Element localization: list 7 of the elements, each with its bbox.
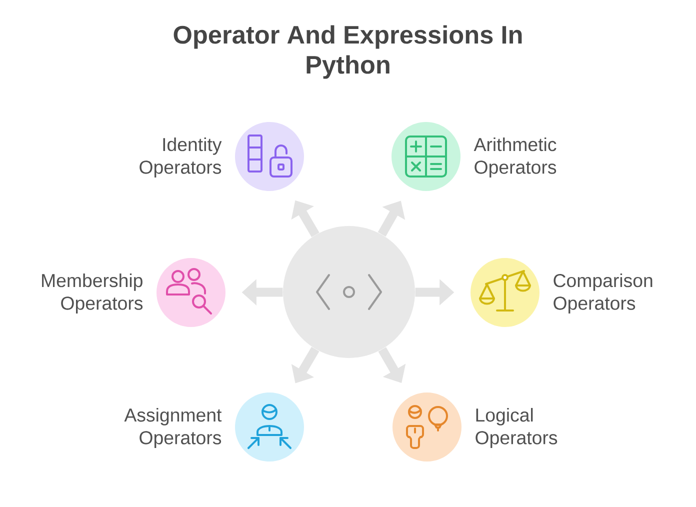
title: Operator And Expressions In Python (174, 25, 522, 79)
node-label: Assignment Operators (124, 408, 222, 448)
node-label: Membership Operators (42, 273, 143, 314)
node-label: Arithmetic Operators (474, 137, 556, 178)
node-label: Identity Operators (140, 137, 222, 178)
node-label: Comparison Operators (554, 273, 652, 314)
node-label: Logical Operators (476, 408, 558, 448)
